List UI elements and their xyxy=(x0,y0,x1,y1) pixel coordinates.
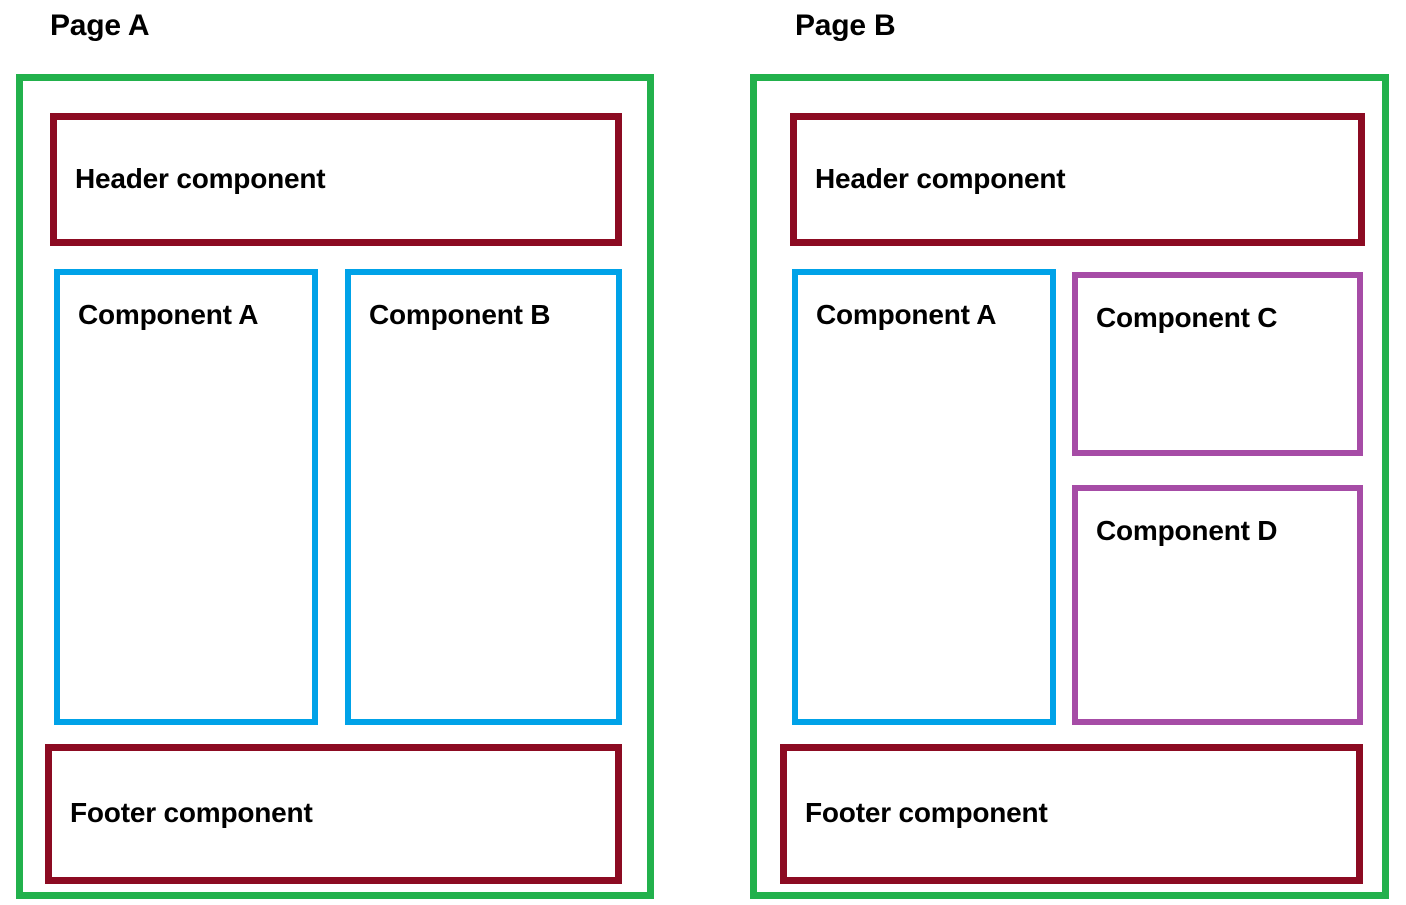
page-b-component-d-label: Component D xyxy=(1096,515,1278,546)
page-a-component-b[interactable]: Component B xyxy=(345,269,622,725)
page-b-footer-label: Footer component xyxy=(805,796,1048,828)
page-b-footer-component[interactable]: Footer component xyxy=(780,744,1363,884)
page-b-component-c[interactable]: Component C xyxy=(1072,272,1363,456)
page-a-footer-component[interactable]: Footer component xyxy=(45,744,622,884)
page-a-title: Page A xyxy=(50,9,150,42)
page-b-component-c-label: Component C xyxy=(1096,302,1278,333)
page-b-component-a[interactable]: Component A xyxy=(792,269,1056,725)
page-a-component-b-label: Component B xyxy=(369,299,551,330)
page-b-title: Page B xyxy=(795,9,896,42)
page-a-header-component[interactable]: Header component xyxy=(50,113,622,246)
page-b-frame: Header component Component A Component C… xyxy=(750,74,1389,899)
page-a-component-a[interactable]: Component A xyxy=(54,269,318,725)
page-a-frame: Header component Component A Component B… xyxy=(16,74,654,899)
page-b-component-a-label: Component A xyxy=(816,299,997,330)
page-b-header-label: Header component xyxy=(815,162,1066,194)
page-b-component-d[interactable]: Component D xyxy=(1072,485,1363,725)
page-a-header-label: Header component xyxy=(75,162,326,194)
page-b-header-component[interactable]: Header component xyxy=(790,113,1365,246)
page-a-component-a-label: Component A xyxy=(78,299,259,330)
page-a-footer-label: Footer component xyxy=(70,796,313,828)
